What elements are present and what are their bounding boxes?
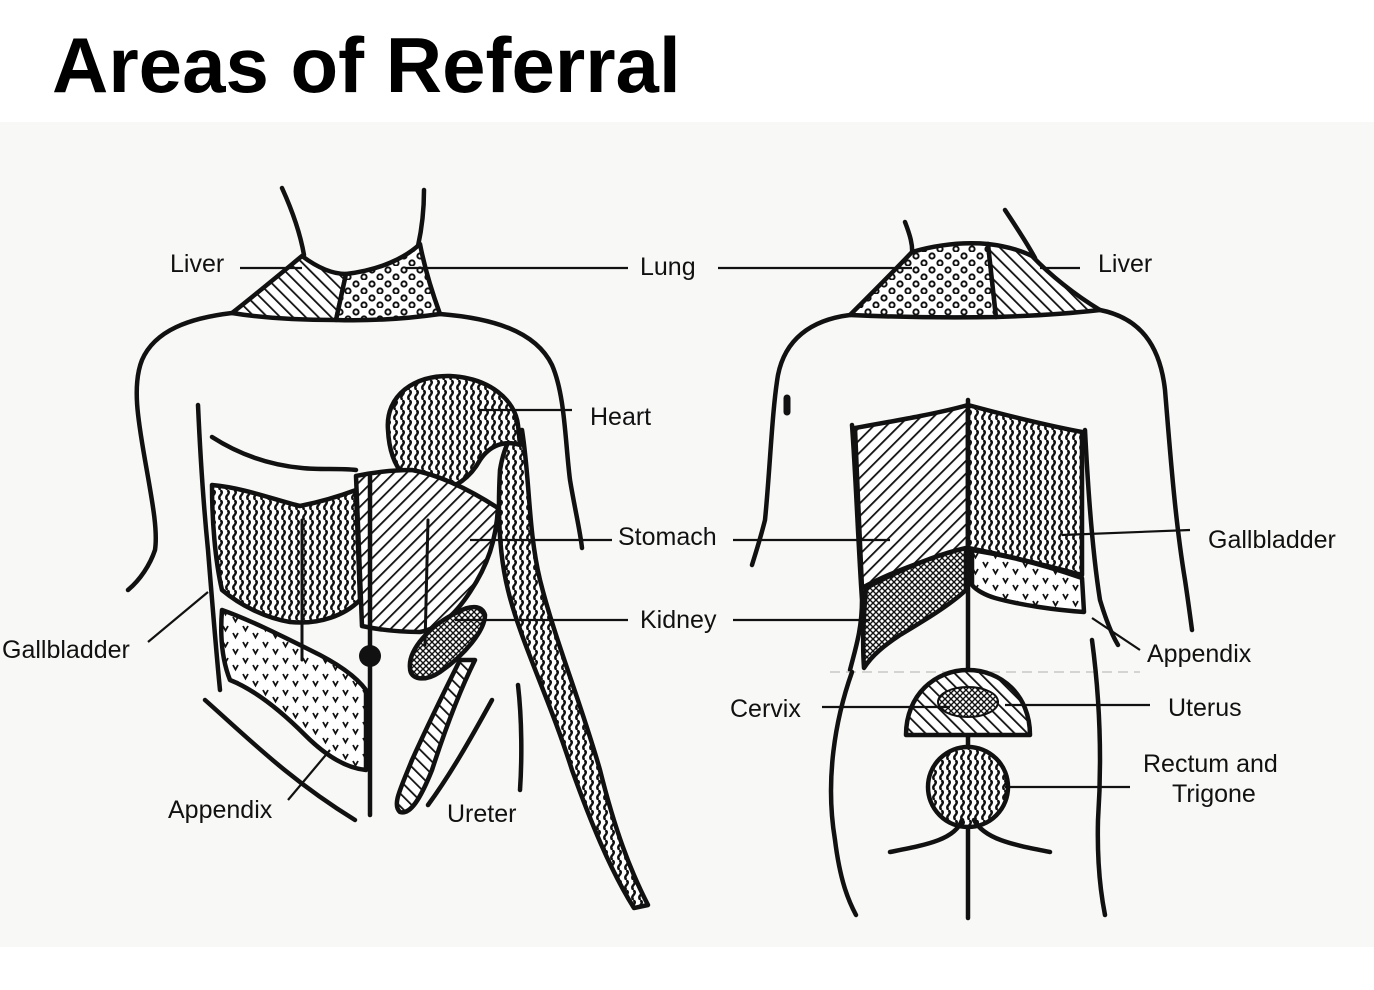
- back-liver-region: [985, 241, 1103, 320]
- kidney-label: Kidney: [640, 606, 717, 634]
- front-liver-label: Liver: [170, 250, 224, 278]
- back-gallbladder-region: [965, 402, 1085, 578]
- back-appendix-label: Appendix: [1147, 640, 1252, 668]
- stomach-label: Stomach: [618, 523, 717, 551]
- front-left-arm-outline: [125, 310, 235, 593]
- cervix-region: [937, 686, 999, 718]
- back-left-arm-outline: [749, 312, 853, 568]
- front-left-inguinal-line: [202, 697, 358, 823]
- back-right-hip-outline: [1089, 637, 1108, 918]
- front-ureter-region: [394, 657, 478, 815]
- back-gallbladder-label: Gallbladder: [1208, 526, 1336, 554]
- front-right-arm-outline: [437, 311, 585, 551]
- front-left-torso-side: [195, 402, 223, 693]
- back-kidney-region: [860, 545, 969, 671]
- back-lung-region: [847, 241, 999, 320]
- front-gallbladder-leader: [147, 591, 209, 643]
- front-right-hip-line: [515, 682, 524, 793]
- ureter-label: Ureter: [447, 800, 516, 828]
- navel-icon: [359, 645, 381, 667]
- front-liver-region: [229, 253, 349, 323]
- left-buttock-line: [887, 817, 965, 855]
- back-appendix-region: [969, 547, 1087, 615]
- front-neck-right-line: [415, 187, 427, 249]
- rectum-trigone-label-line1: Rectum and: [1143, 750, 1278, 778]
- right-buttock-line: [971, 817, 1053, 855]
- back-liver-label: Liver: [1098, 250, 1152, 278]
- rectum-trigone-region: [925, 744, 1011, 830]
- front-kidney-region: [407, 604, 488, 681]
- front-appendix-leader: [287, 749, 331, 801]
- front-lung-region: [333, 241, 443, 323]
- front-right-rectus-line: [423, 518, 430, 647]
- front-chest-line: [209, 434, 359, 473]
- rectum-trigone-label-line2: Trigone: [1172, 780, 1256, 808]
- back-gallbladder-leader: [1061, 528, 1191, 537]
- front-neck-left-line: [279, 185, 307, 258]
- front-gallbladder-region: [209, 482, 363, 625]
- front-gallbladder-label: Gallbladder: [2, 636, 130, 664]
- cervix-label: Cervix: [730, 695, 801, 723]
- posterior-figure: Liver Gallbladder Appendix Cervix Uterus…: [718, 207, 1336, 921]
- back-appendix-leader: [1091, 617, 1141, 651]
- lung-label: Lung: [640, 253, 696, 281]
- front-appendix-label: Appendix: [168, 796, 273, 824]
- page-title: Areas of Referral: [52, 21, 681, 109]
- front-right-inguinal-line: [425, 697, 495, 808]
- front-appendix-region: [219, 607, 369, 773]
- shared-labels: Lung Stomach Kidney: [618, 253, 717, 634]
- anterior-figure: Liver Heart Gallbladder Appendix Ureter: [2, 185, 651, 911]
- front-arm-referral-strip: [496, 427, 651, 911]
- uterus-label: Uterus: [1168, 694, 1242, 722]
- back-left-hip-outline: [828, 669, 859, 918]
- heart-label: Heart: [590, 403, 651, 431]
- back-right-arm-outline: [1097, 307, 1195, 633]
